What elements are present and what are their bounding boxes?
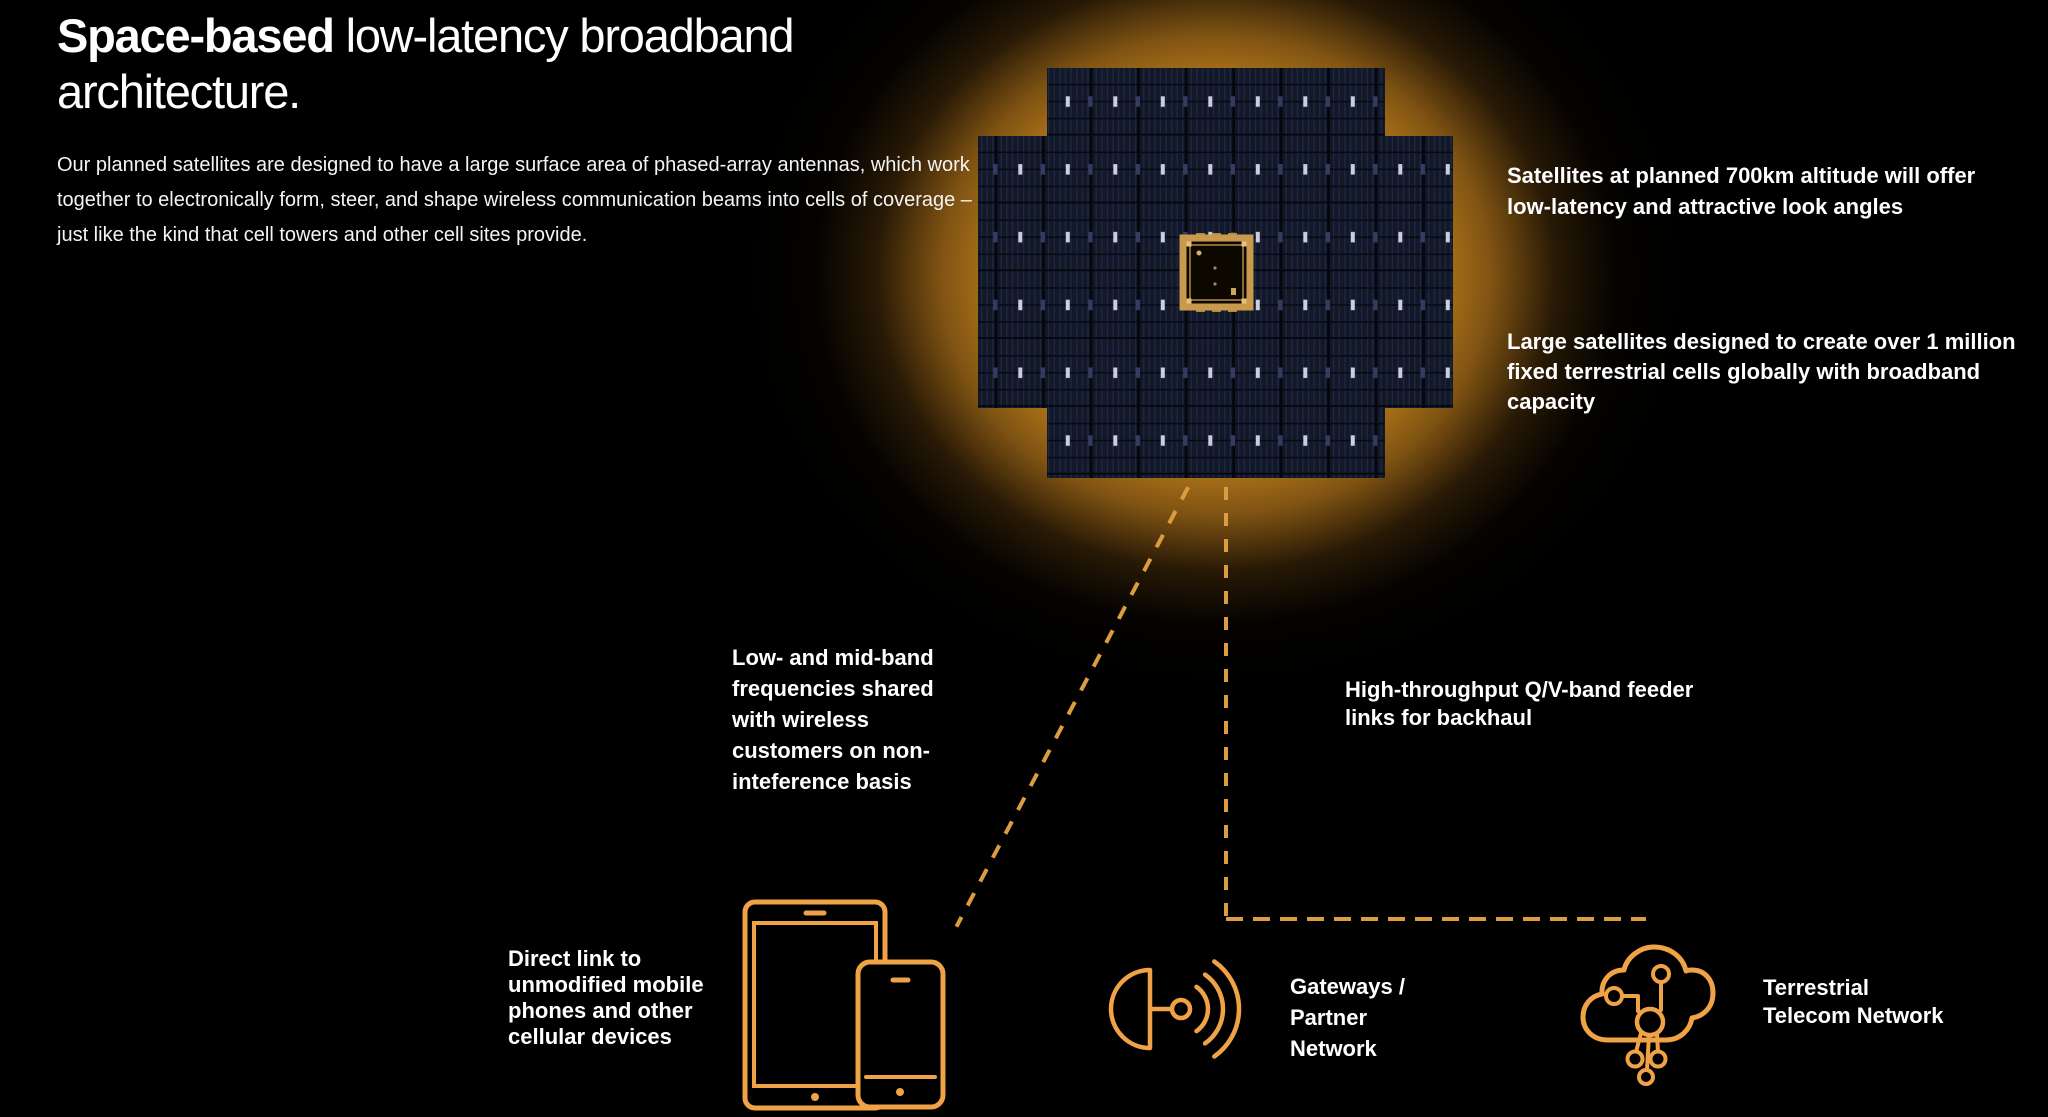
gateways-label: Gateways / Partner Network — [1290, 974, 1405, 1061]
callout-altitude: Satellites at planned 700km altitude wil… — [1507, 163, 1976, 219]
link-line-feeder-horizontal — [1226, 917, 1646, 921]
title-line-2: architecture. — [57, 65, 301, 118]
phased-array-satellite-icon — [978, 68, 1453, 478]
title-line-1: Space-based low-latency broadband — [57, 8, 795, 64]
satellite-dish-signal-icon — [1108, 959, 1242, 1059]
link-line-feeder-vertical — [1224, 487, 1228, 920]
callout-spectrum: Low- and mid-band frequencies shared wit… — [732, 645, 934, 794]
callout-feeder: High-throughput Q/V-band feeder links fo… — [1345, 677, 1694, 730]
callout-direct-link: Direct link to unmodified mobile phones … — [508, 946, 704, 1049]
terrestrial-label: Terrestrial Telecom Network — [1763, 975, 1944, 1028]
solar-panel-array — [978, 68, 1453, 478]
callout-cells: Large satellites designed to create over… — [1507, 329, 2016, 414]
tablet-and-phone-icon — [742, 899, 946, 1111]
title-rest: low-latency broadband — [333, 9, 795, 62]
page-title: Space-based low-latency broadband archit… — [57, 8, 795, 120]
title-bold: Space-based — [57, 9, 335, 62]
intro-paragraph: Our planned satellites are designed to h… — [57, 154, 972, 246]
satellite-bus — [1179, 233, 1254, 312]
network-cloud-icon — [1580, 944, 1716, 1086]
